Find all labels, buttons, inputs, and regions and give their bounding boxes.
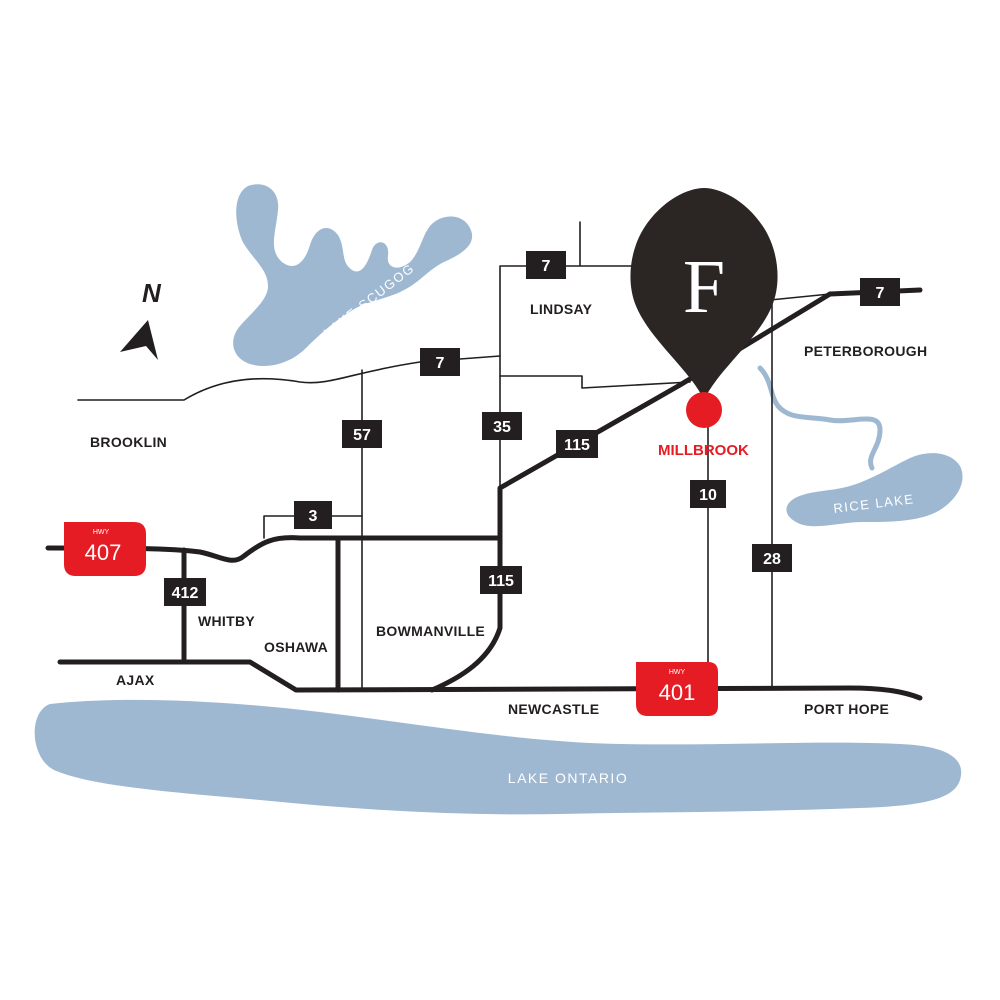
hwy407-number: 407 bbox=[85, 540, 122, 565]
location-marker-icon bbox=[686, 392, 722, 428]
shield-number: 115 bbox=[488, 573, 514, 590]
rice-lake-river bbox=[757, 365, 883, 471]
highway-shields: 7 7 7 57 35 115 115 10 bbox=[64, 251, 900, 716]
shield-number: 57 bbox=[353, 427, 371, 444]
shield-number: 7 bbox=[876, 285, 885, 302]
road-hwy115 bbox=[429, 291, 833, 693]
hwy407-badge: HWY 407 bbox=[64, 522, 146, 576]
map-pin-icon bbox=[630, 188, 778, 400]
shield-115-south: 115 bbox=[480, 566, 522, 594]
shield-number: 28 bbox=[763, 551, 781, 568]
road-hwy7-lindsay bbox=[499, 221, 635, 357]
hwy401-number: 401 bbox=[659, 680, 696, 705]
shield-7-scugog: 7 bbox=[420, 348, 460, 376]
place-labels: LINDSAY PETERBOROUGH BROOKLIN WHITBY OSH… bbox=[90, 301, 927, 717]
place-ajax: AJAX bbox=[116, 672, 155, 688]
lake-ontario bbox=[34, 699, 962, 815]
north-label: N bbox=[142, 278, 162, 308]
shield-number: 10 bbox=[699, 487, 717, 504]
shield-number: 7 bbox=[542, 258, 551, 275]
place-port-hope: PORT HOPE bbox=[804, 701, 889, 717]
shield-number: 7 bbox=[436, 355, 445, 372]
shield-3: 3 bbox=[294, 501, 332, 529]
place-bowmanville: BOWMANVILLE bbox=[376, 623, 485, 639]
place-whitby: WHITBY bbox=[198, 613, 255, 629]
destination-label: MILLBROOK bbox=[658, 442, 749, 459]
road-hwy7-east bbox=[769, 293, 831, 301]
place-brooklin: BROOKLIN bbox=[90, 434, 167, 450]
shield-28: 28 bbox=[752, 544, 792, 572]
shield-number: 3 bbox=[309, 508, 318, 525]
roads bbox=[45, 221, 923, 701]
shield-number: 115 bbox=[564, 437, 590, 454]
shield-7-lindsay: 7 bbox=[526, 251, 566, 279]
place-newcastle: NEWCASTLE bbox=[508, 701, 599, 717]
hwy401-badge: HWY 401 bbox=[636, 662, 718, 716]
water-bodies: LAKE SCUGOG RICE LAKE LAKE ONTARIO bbox=[34, 184, 963, 815]
road-hwy401 bbox=[57, 659, 923, 701]
compass: N bbox=[120, 278, 162, 360]
shield-number: 35 bbox=[493, 419, 511, 436]
place-oshawa: OSHAWA bbox=[264, 639, 328, 655]
hwy401-prefix: HWY bbox=[669, 669, 686, 676]
rice-lake bbox=[786, 453, 963, 527]
place-lindsay: LINDSAY bbox=[530, 301, 593, 317]
shield-57: 57 bbox=[342, 420, 382, 448]
shield-7-east: 7 bbox=[860, 278, 900, 306]
shield-number: 412 bbox=[172, 585, 199, 602]
lake-ontario-label: LAKE ONTARIO bbox=[508, 770, 628, 786]
road-lindsay-south bbox=[499, 375, 691, 389]
logo-letter: F bbox=[683, 245, 725, 329]
shield-412: 412 bbox=[164, 578, 206, 606]
shield-35: 35 bbox=[482, 412, 522, 440]
place-peterborough: PETERBOROUGH bbox=[804, 343, 927, 359]
road-hwy7-west bbox=[77, 355, 501, 401]
north-arrow-icon bbox=[120, 320, 158, 360]
shield-115-north: 115 bbox=[556, 430, 598, 458]
hwy407-prefix: HWY bbox=[93, 529, 110, 536]
shield-10: 10 bbox=[690, 480, 726, 508]
lake-scugog bbox=[233, 184, 473, 367]
destination-pin[interactable]: F MILLBROOK bbox=[630, 188, 778, 459]
